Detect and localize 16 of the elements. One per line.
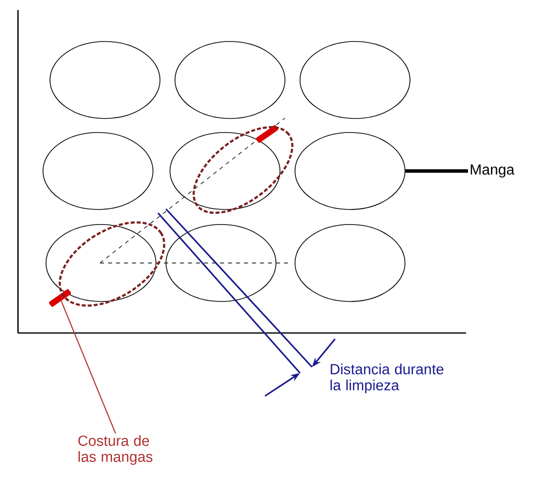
- callout-label: Manga: [470, 164, 514, 178]
- sleeve-ellipse: [174, 41, 286, 119]
- sleeve-ellipse: [294, 132, 406, 210]
- leader-line: [405, 169, 468, 173]
- dimension-label: Distancia durante la limpieza: [330, 364, 444, 394]
- sleeve-ellipse: [170, 132, 280, 210]
- sleeve-ellipse: [294, 224, 406, 302]
- sleeve-ellipse: [300, 41, 410, 119]
- seam-mark: [256, 125, 278, 143]
- sleeve-ellipse: [166, 224, 276, 302]
- seam-mark: [48, 289, 72, 307]
- sleeve-ellipse: [46, 224, 156, 302]
- leader-line: [60, 300, 116, 434]
- callout-label: Costura de las mangas: [78, 435, 152, 465]
- sleeve-ellipse: [50, 41, 160, 119]
- sleeve-ellipse: [42, 132, 154, 210]
